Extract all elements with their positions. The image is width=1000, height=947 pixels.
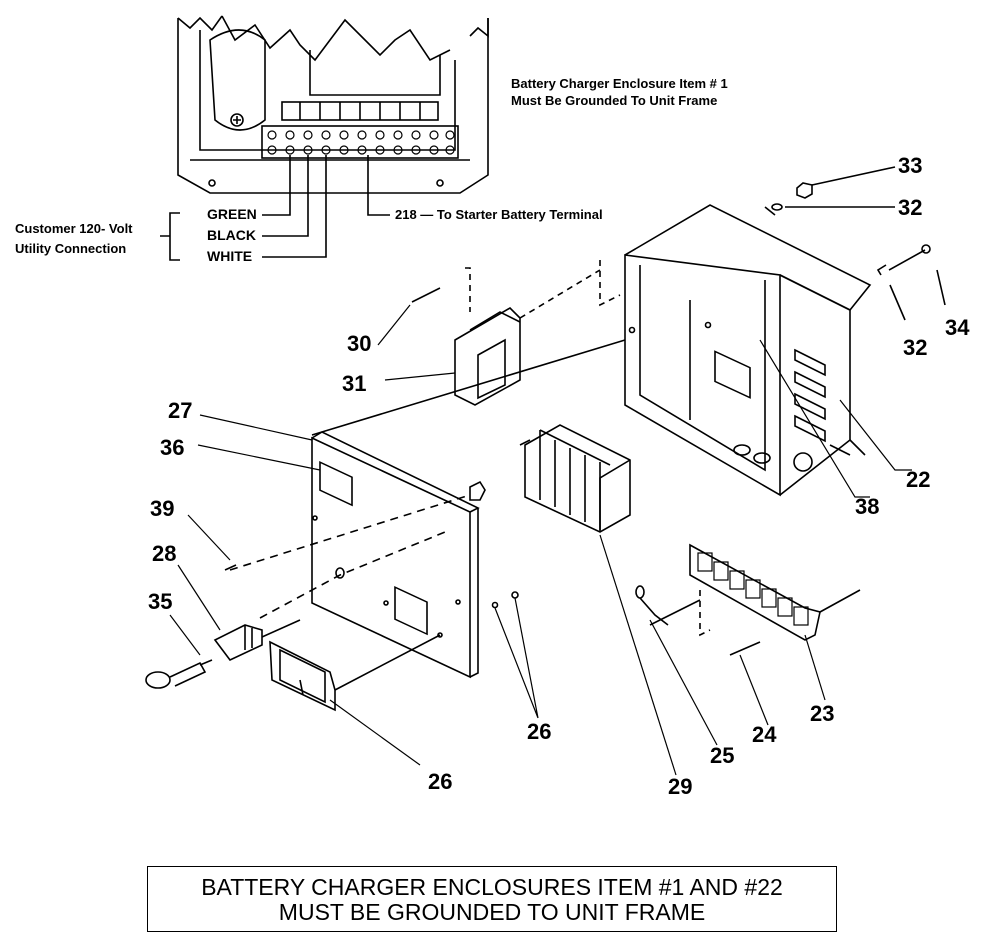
front-panel-27 xyxy=(229,339,626,679)
callout-29: 29 xyxy=(668,774,692,799)
callout-39: 39 xyxy=(150,496,174,521)
callout-32-top: 32 xyxy=(898,195,922,220)
hardware-33-32-34 xyxy=(764,166,946,321)
wire-label-starter: 218 — To Starter Battery Terminal xyxy=(395,207,603,222)
screws xyxy=(224,564,519,609)
heat-sink-29 xyxy=(519,424,631,533)
callout-30: 30 xyxy=(347,331,371,356)
callout-26-bottom: 26 xyxy=(428,769,452,794)
callout-22: 22 xyxy=(906,467,930,492)
callout-25: 25 xyxy=(710,743,734,768)
fuse-holder-28-35 xyxy=(145,619,301,689)
callout-34: 34 xyxy=(945,315,970,340)
wire-label-green: GREEN xyxy=(207,206,257,222)
customer-line1: Customer 120- Volt xyxy=(15,221,133,236)
leader-lines xyxy=(169,304,912,776)
footer-line1: BATTERY CHARGER ENCLOSURES ITEM #1 AND #… xyxy=(201,874,783,900)
callout-38: 38 xyxy=(855,494,879,519)
callout-27: 27 xyxy=(168,398,192,423)
wire-label-white: WHITE xyxy=(207,248,253,264)
enclosure-item-22 xyxy=(624,204,872,497)
customer-line2: Utility Connection xyxy=(15,241,127,256)
wire-label-black: BLACK xyxy=(207,227,256,243)
callout-33: 33 xyxy=(898,153,922,178)
transformer-31 xyxy=(411,260,621,406)
callout-24: 24 xyxy=(752,722,777,747)
callout-26-right: 26 xyxy=(527,719,551,744)
meter-26 xyxy=(269,634,441,712)
wire-25 xyxy=(635,585,669,626)
enclosure-note-line2: Must Be Grounded To Unit Frame xyxy=(511,93,718,108)
callout-36: 36 xyxy=(160,435,184,460)
enclosure-note-line1: Battery Charger Enclosure Item # 1 xyxy=(511,76,728,91)
footer-ground-banner: BATTERY CHARGER ENCLOSURES ITEM #1 AND #… xyxy=(147,866,837,932)
callout-numbers: 33 32 34 32 30 31 27 36 22 38 39 28 35 2… xyxy=(148,153,970,799)
callout-35: 35 xyxy=(148,589,172,614)
callout-28: 28 xyxy=(152,541,176,566)
enclosure-ground-note: Battery Charger Enclosure Item # 1 Must … xyxy=(511,75,728,109)
customer-connection-label: Customer 120- Volt Utility Connection xyxy=(15,219,133,259)
footer-line2: MUST BE GROUNDED TO UNIT FRAME xyxy=(278,899,706,925)
callout-31: 31 xyxy=(342,371,366,396)
callout-23: 23 xyxy=(810,701,834,726)
enclosure-item-1 xyxy=(160,15,489,261)
terminal-strip-23 xyxy=(649,543,861,656)
callout-32-bottom: 32 xyxy=(903,335,927,360)
